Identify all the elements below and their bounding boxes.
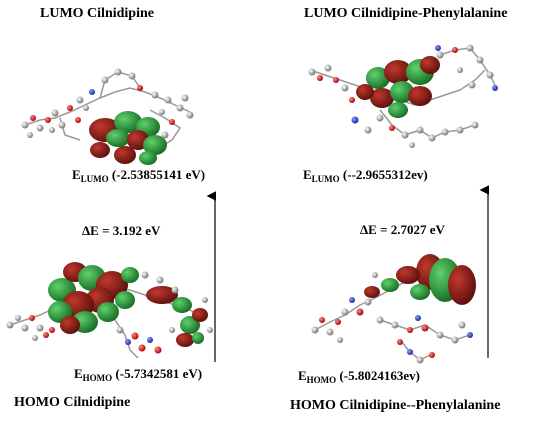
right-energy-gap: ΔE = 2.7027 eV bbox=[360, 222, 445, 237]
right-homo-lobes bbox=[364, 254, 476, 305]
right-homo-atoms bbox=[311, 272, 473, 364]
left-homo-lobes bbox=[48, 262, 208, 347]
left-homo-energy: EHOMO (-5.7342581 eV) bbox=[74, 366, 203, 383]
left-energy-gap: ΔE = 3.192 eV bbox=[82, 223, 161, 238]
left-lumo-atoms bbox=[21, 68, 194, 139]
left-homo-atoms bbox=[6, 271, 213, 354]
right-lumo-title: LUMO Cilnidipine-Phenylalanine bbox=[304, 6, 508, 21]
right-homo-energy: EHOMO (-5.8024163ev) bbox=[298, 368, 420, 385]
right-homo-title: HOMO Cilnidipine--Phenylalanine bbox=[290, 398, 501, 413]
right-lumo-lobes bbox=[356, 56, 440, 118]
left-lumo-energy: ELUMO (-2.53855141 eV) bbox=[72, 167, 206, 184]
left-homo-title: HOMO Cilnidipine bbox=[14, 395, 131, 410]
left-lumo-lobes bbox=[89, 111, 167, 165]
right-lumo-atoms bbox=[308, 44, 498, 148]
right-lumo-energy: ELUMO (--2.9655312ev) bbox=[303, 167, 428, 184]
left-lumo-title: LUMO Cilnidipine bbox=[40, 6, 154, 21]
